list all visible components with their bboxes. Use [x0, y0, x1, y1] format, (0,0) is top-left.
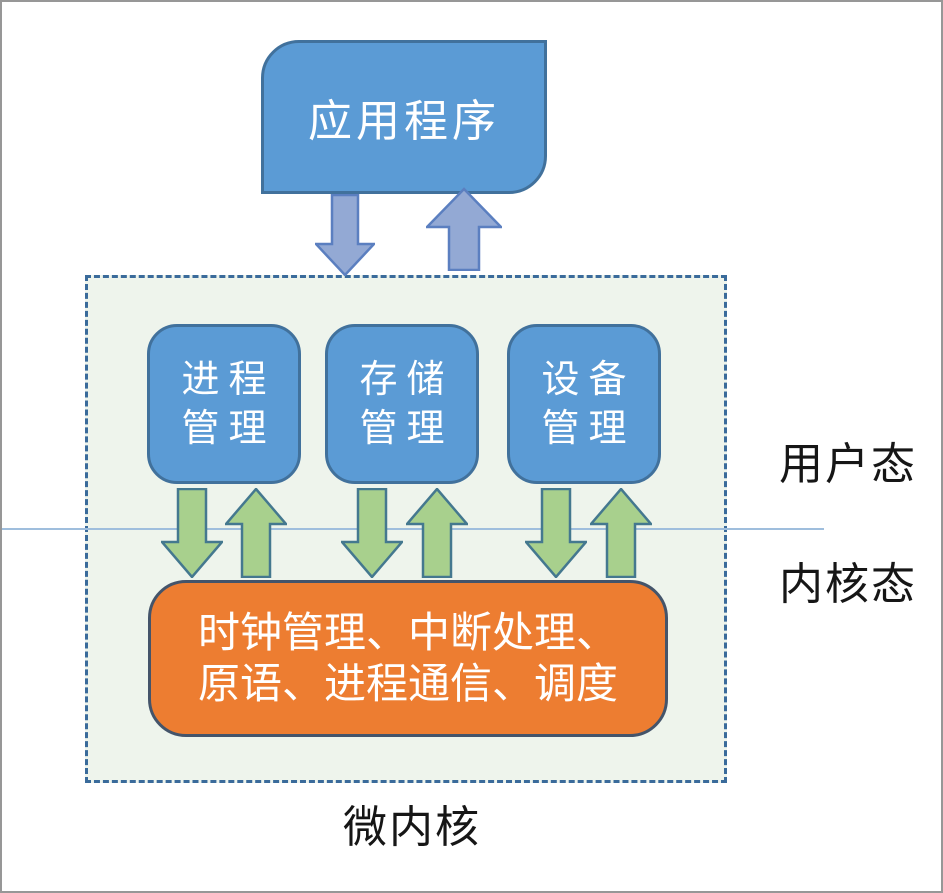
kernel-mode-label: 内核态 — [779, 559, 917, 610]
storage-down-arrow — [341, 488, 403, 578]
device-management-label: 设备 管理 — [541, 357, 636, 450]
kernel-services-box: 时钟管理、中断处理、 原语、进程通信、调度 — [148, 580, 668, 737]
kernel-services-label: 时钟管理、中断处理、 原语、进程通信、调度 — [197, 608, 618, 708]
storage-management-box: 存储 管理 — [325, 324, 479, 484]
storage-management-label: 存储 管理 — [359, 357, 454, 450]
mode-divider-line — [2, 528, 824, 530]
application-label: 应用程序 — [308, 96, 500, 147]
process-management-label: 进程 管理 — [181, 357, 276, 450]
user-mode-label: 用户态 — [779, 439, 917, 490]
microkernel-to-app-up-arrow — [426, 187, 502, 271]
application-box: 应用程序 — [261, 40, 547, 194]
device-up-arrow — [590, 488, 652, 578]
microkernel-caption: 微内核 — [343, 802, 481, 853]
process-down-arrow — [161, 488, 223, 578]
storage-up-arrow — [406, 488, 468, 578]
process-up-arrow — [225, 488, 287, 578]
device-down-arrow — [525, 488, 587, 578]
device-management-box: 设备 管理 — [507, 324, 661, 484]
process-management-box: 进程 管理 — [147, 324, 301, 484]
app-to-microkernel-down-arrow — [315, 194, 375, 276]
